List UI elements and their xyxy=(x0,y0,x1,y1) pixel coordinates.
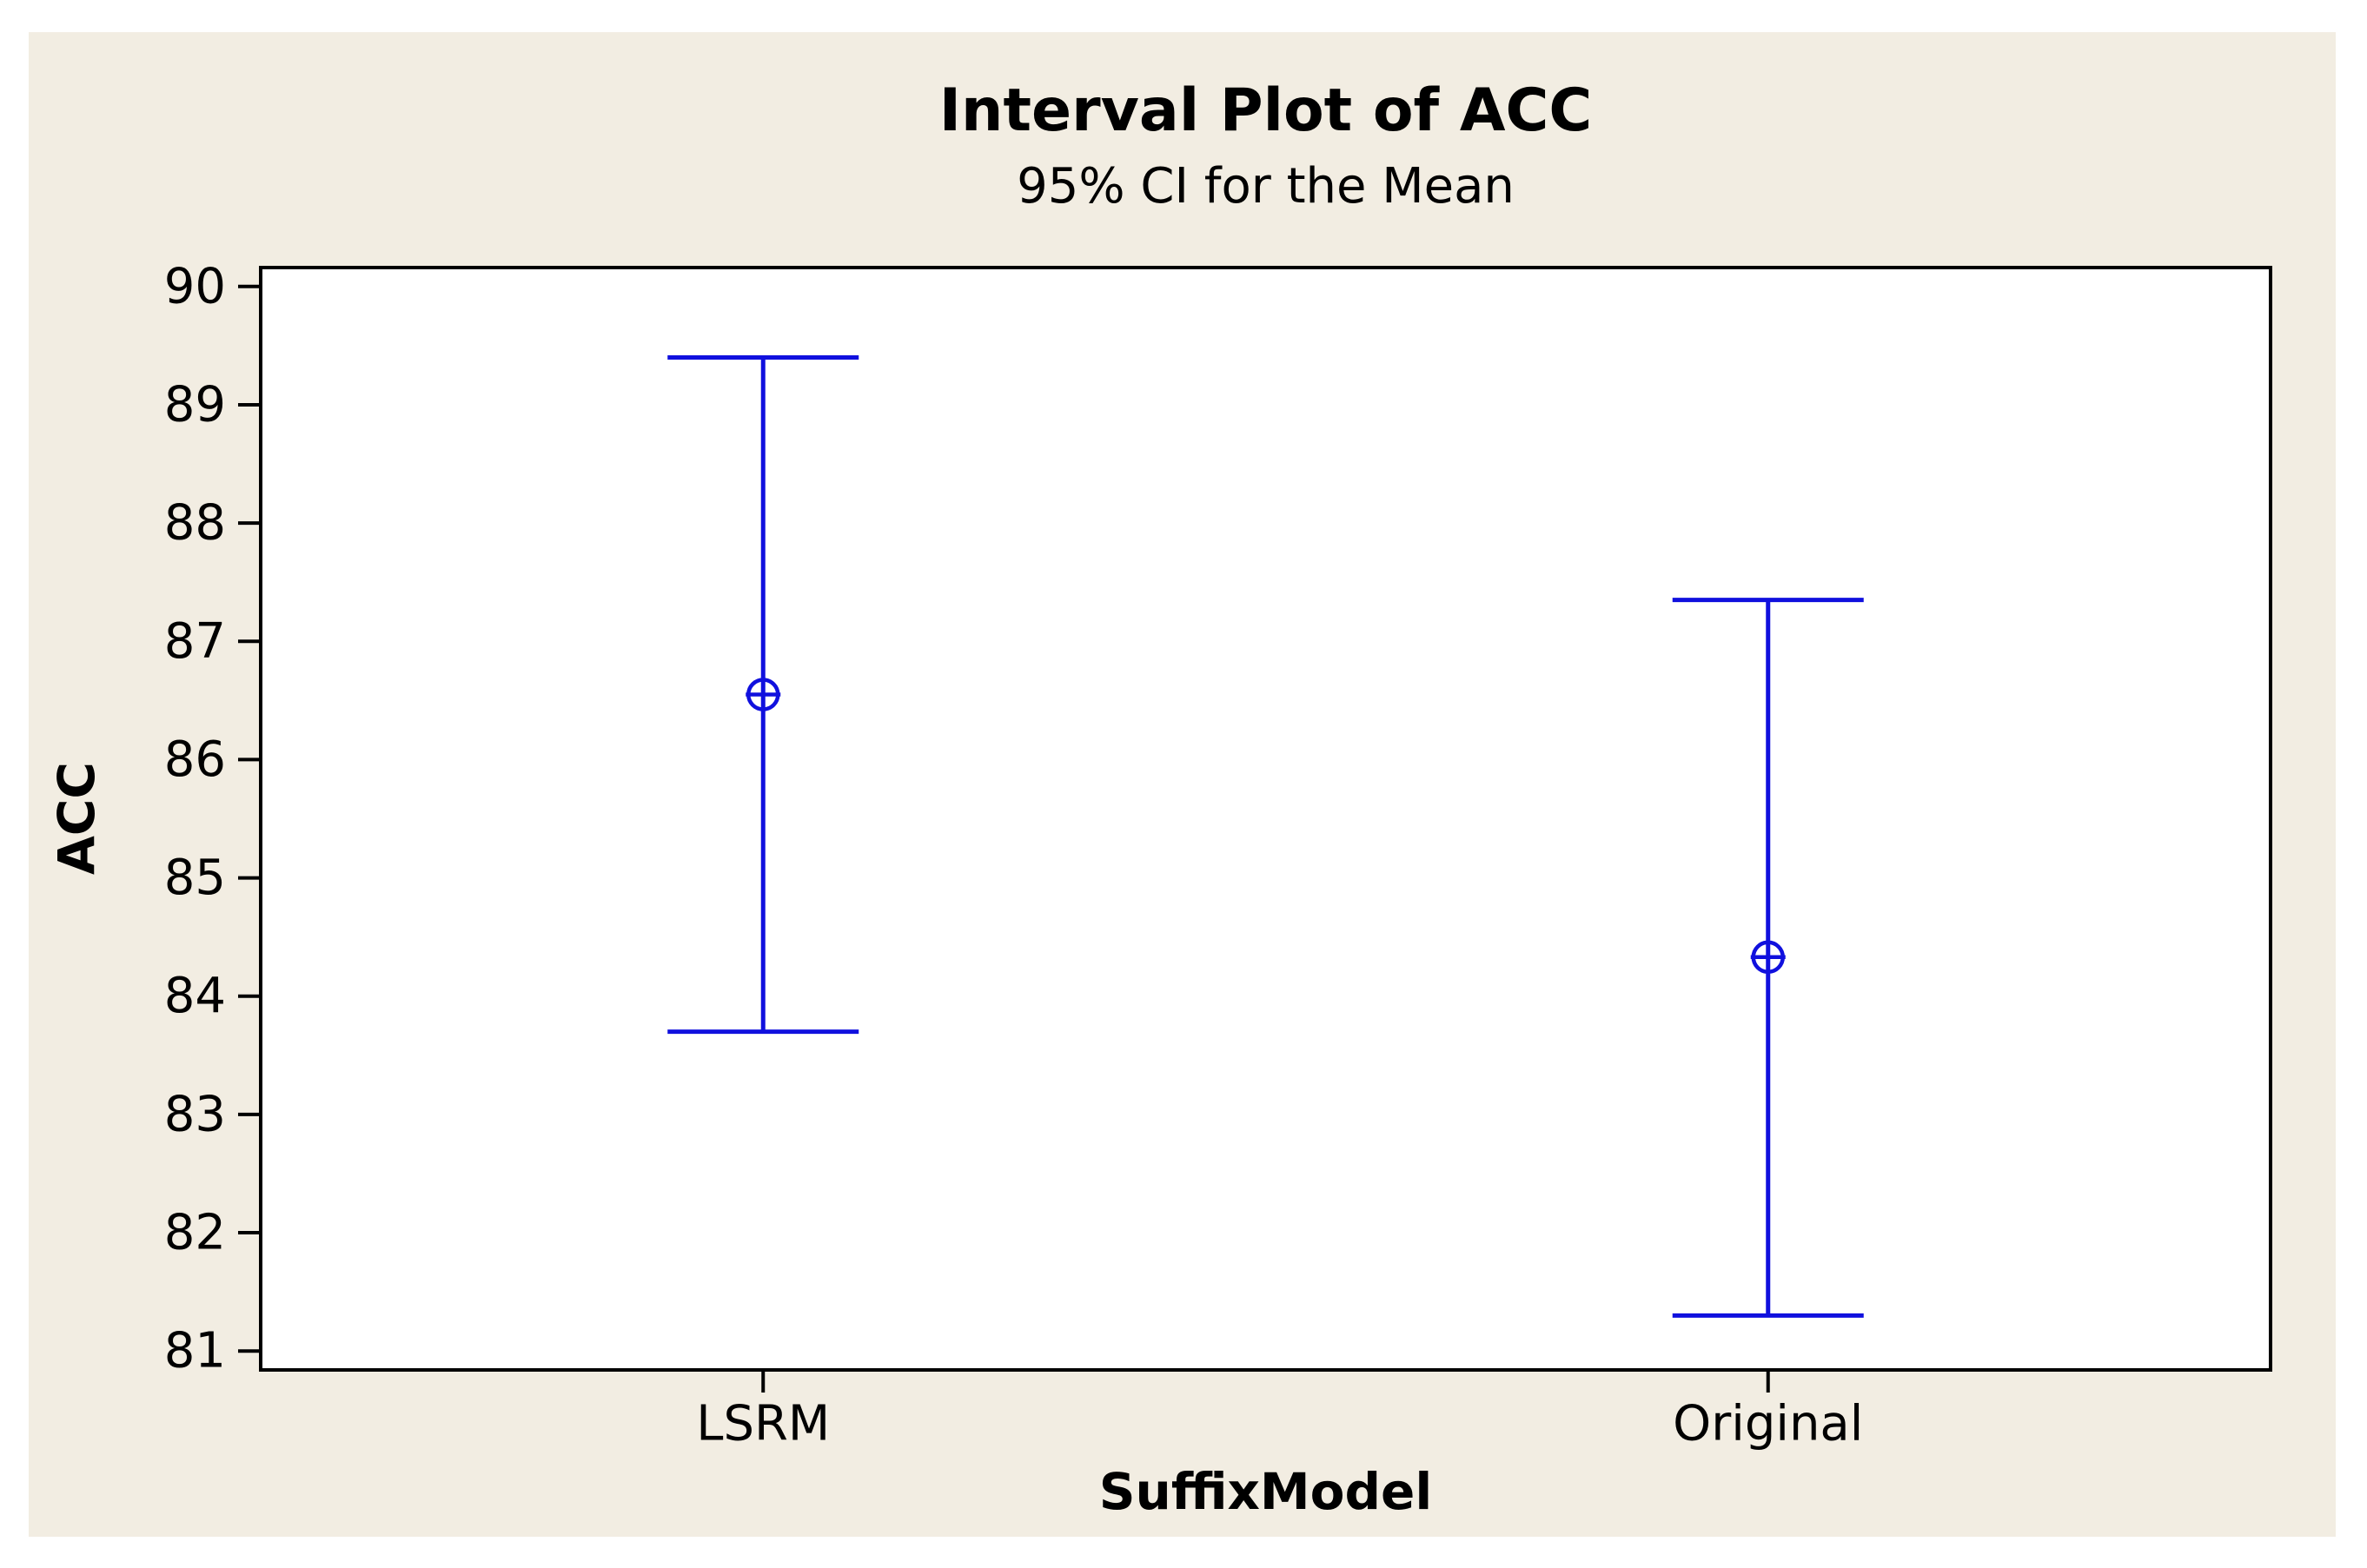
y-tick-label: 87 xyxy=(164,613,226,670)
x-tick-label: LSRM xyxy=(696,1396,830,1452)
y-tick-label: 81 xyxy=(164,1323,226,1379)
y-tick-label: 83 xyxy=(164,1086,226,1142)
y-tick-label: 86 xyxy=(164,731,226,788)
y-tick-label: 89 xyxy=(164,376,226,433)
y-tick-label: 90 xyxy=(164,258,226,314)
chart-subtitle: 95% CI for the Mean xyxy=(1017,158,1515,215)
y-axis-title: ACC xyxy=(47,761,106,876)
chart-title: Interval Plot of ACC xyxy=(938,76,1593,145)
y-tick-label: 84 xyxy=(164,968,226,1024)
y-tick-label: 88 xyxy=(164,495,226,552)
x-tick-label: Original xyxy=(1673,1396,1863,1452)
y-tick-label: 85 xyxy=(164,850,226,906)
y-tick-label: 82 xyxy=(164,1205,226,1261)
plot-background xyxy=(259,266,2272,1372)
x-axis-title: SuffixModel xyxy=(1098,1462,1433,1521)
